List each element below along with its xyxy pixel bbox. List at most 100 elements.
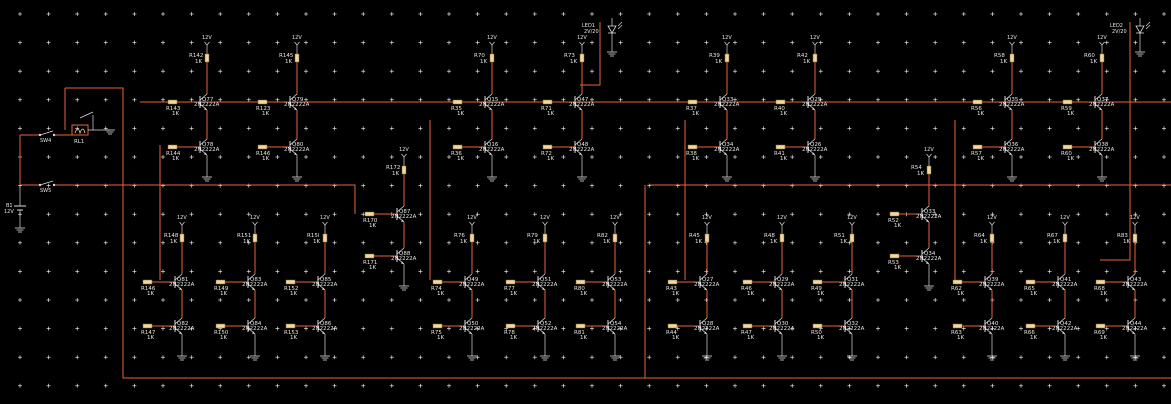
relay[interactable]: RL1 xyxy=(71,111,115,145)
switch-sw5[interactable]: SW5 xyxy=(38,180,56,194)
